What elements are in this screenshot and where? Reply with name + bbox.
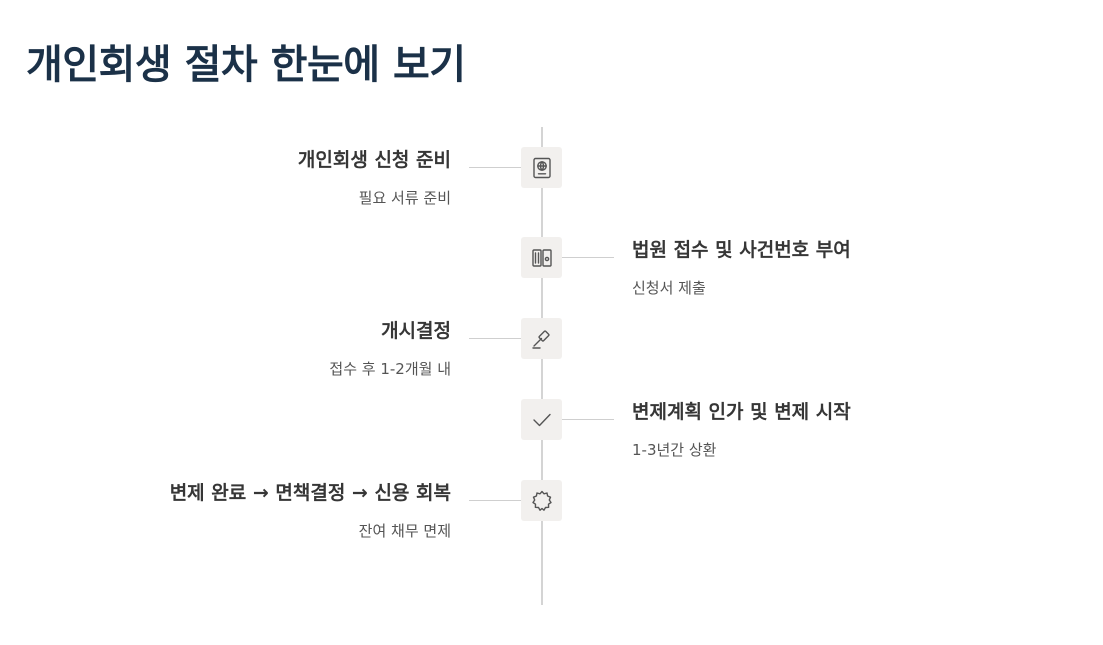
seal-badge-icon <box>531 490 552 511</box>
checkmark-icon <box>532 413 551 426</box>
step-5-title: 변제 완료 → 면책결정 → 신용 회복 <box>169 482 451 504</box>
step-2-title: 법원 접수 및 사건번호 부여 <box>632 239 851 261</box>
step-1-connector <box>469 167 521 168</box>
step-1-icon-box <box>521 147 562 188</box>
step-3-desc: 접수 후 1-2개월 내 <box>329 360 451 378</box>
gavel-icon <box>531 329 550 349</box>
step-5-desc: 잔여 채무 면제 <box>358 522 451 540</box>
step-3-connector <box>469 338 521 339</box>
step-5-icon-box <box>521 480 562 521</box>
step-4-title: 변제계획 인가 및 변제 시작 <box>632 401 851 423</box>
step-2-desc: 신청서 제출 <box>632 279 706 297</box>
passport-icon <box>532 157 551 178</box>
step-4-desc: 1-3년간 상환 <box>632 441 717 459</box>
page-title: 개인회생 절차 한눈에 보기 <box>26 42 466 88</box>
step-3-icon-box <box>521 318 562 359</box>
step-1-title: 개인회생 신청 준비 <box>297 149 451 171</box>
step-2-icon-box <box>521 237 562 278</box>
step-4-connector <box>562 419 614 420</box>
binder-folder-icon <box>531 248 552 267</box>
step-1-desc: 필요 서류 준비 <box>358 189 451 207</box>
step-5-connector <box>469 500 521 501</box>
timeline-axis <box>541 127 543 605</box>
step-4-icon-box <box>521 399 562 440</box>
step-2-connector <box>562 257 614 258</box>
step-3-title: 개시결정 <box>381 320 451 342</box>
